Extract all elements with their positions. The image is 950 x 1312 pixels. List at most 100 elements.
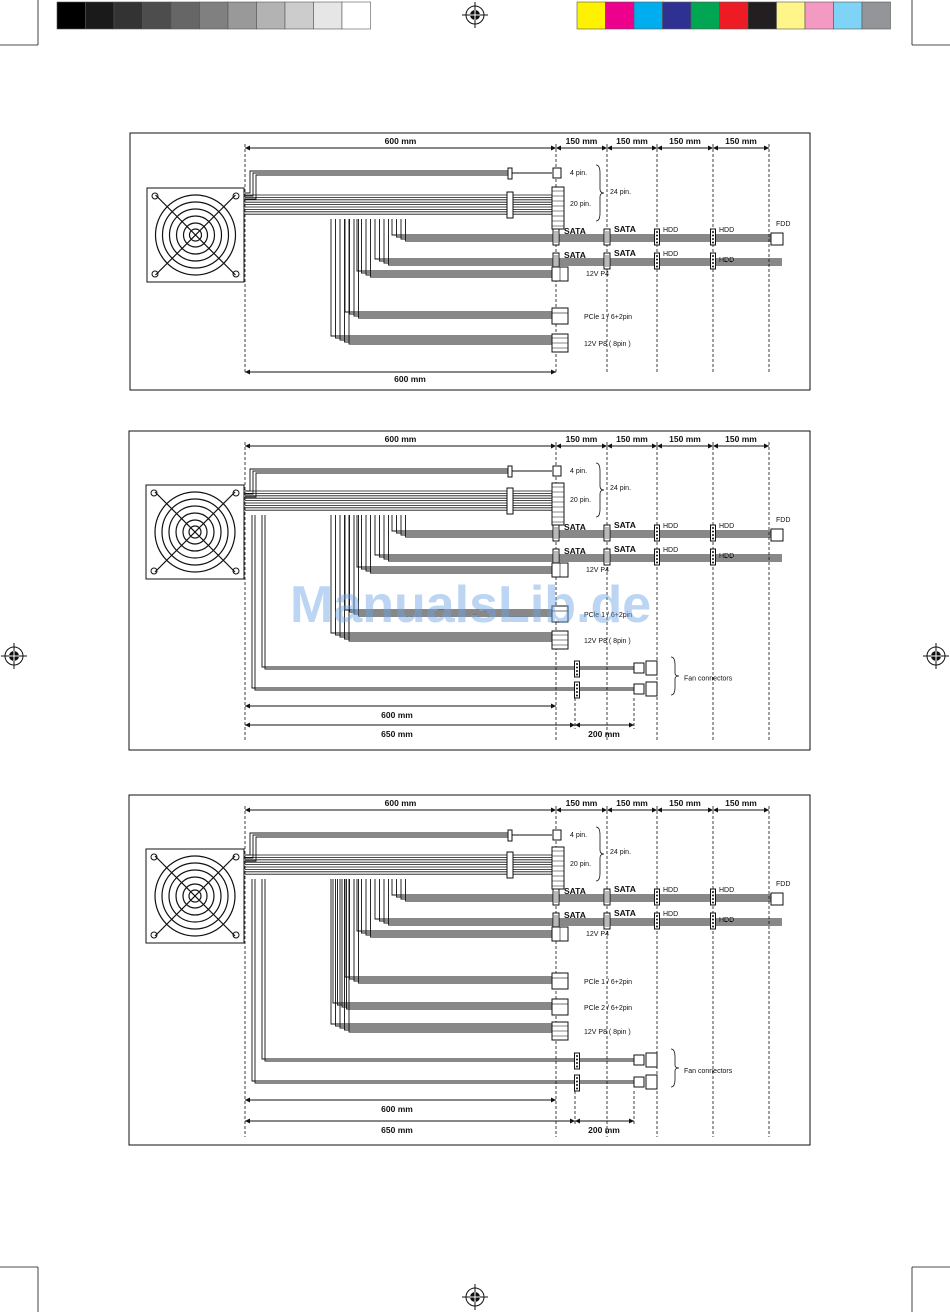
label-hdd: HDD xyxy=(663,251,678,258)
molex-pin xyxy=(656,551,658,553)
sata-run1-wire xyxy=(391,515,782,532)
inline-ferrite xyxy=(507,465,513,478)
label-fdd: FDD xyxy=(776,517,790,524)
pcie-connector xyxy=(551,972,569,990)
label-sata: SATA xyxy=(614,884,636,894)
molex-pin xyxy=(656,925,658,928)
p4-wire xyxy=(370,219,552,278)
fan-cable-wire xyxy=(254,515,634,691)
p8-wire xyxy=(330,879,552,1025)
molex-pin xyxy=(712,234,714,237)
top-dimension-label: 150 mm xyxy=(669,136,701,146)
fan-grill-ring xyxy=(175,512,215,552)
p4-wire xyxy=(370,879,552,938)
arrow-head-left xyxy=(556,807,561,813)
molex-pin xyxy=(712,898,714,900)
molex-pin xyxy=(656,918,658,921)
registration-mark xyxy=(923,643,949,669)
label-12v-p8: 12V P8 ( 8pin ) xyxy=(584,1029,631,1036)
label-pcie: PCle 1 / 6+2pin xyxy=(584,314,632,321)
fan-connector-housing xyxy=(645,1074,658,1090)
pcie-wire xyxy=(353,219,552,317)
fan-connector xyxy=(633,1076,645,1088)
arrow-head-left xyxy=(607,145,612,151)
fan-grill-strut xyxy=(154,855,236,937)
sata-run1-wire xyxy=(391,879,782,896)
label-20pin: 20 pin. xyxy=(570,861,591,868)
label-24pin: 24 pin. xyxy=(610,189,631,196)
molex-pin xyxy=(656,258,658,261)
color-swatch xyxy=(605,1,635,30)
pcie-wire xyxy=(337,879,552,1006)
molex-pin xyxy=(656,241,658,244)
fdd-connector xyxy=(770,892,784,906)
24pin-connector xyxy=(551,482,565,526)
arrow-head-right xyxy=(708,807,713,813)
cable-4pin-wire xyxy=(245,834,510,859)
pcie-wire xyxy=(349,515,552,613)
4pin-connector xyxy=(552,167,562,179)
cable-4pin-wire xyxy=(245,836,510,862)
molex-connector xyxy=(654,888,660,906)
top-dimension-label: 150 mm xyxy=(616,434,648,444)
color-swatch xyxy=(804,1,834,30)
molex-pin xyxy=(712,554,714,557)
molex-pin xyxy=(576,687,578,690)
color-swatch xyxy=(719,1,749,30)
bottom-dimension-label: 600 mm xyxy=(394,374,426,384)
pcie-wire xyxy=(332,879,552,1004)
color-swatch xyxy=(747,1,777,30)
fan-connector xyxy=(633,1054,645,1066)
fan-cable-wire xyxy=(261,879,634,1060)
fan-connector-housing xyxy=(645,681,658,697)
sata-run2-wire xyxy=(388,879,782,926)
sata-connector xyxy=(603,912,611,930)
arrow-head-left xyxy=(556,443,561,449)
molex-pin xyxy=(712,530,714,533)
top-dimension-label: 150 mm xyxy=(566,434,598,444)
bottom-dimension-label: 200 mm xyxy=(588,1125,620,1135)
fan-grill-ring xyxy=(161,862,229,930)
sata-run2-wire xyxy=(379,879,782,922)
inline-ferrite xyxy=(506,191,514,219)
p8-wire xyxy=(344,515,552,640)
molex-pin xyxy=(576,1077,578,1079)
molex-connector xyxy=(710,228,716,246)
molex-pin xyxy=(656,558,658,560)
fan-grill-ring xyxy=(154,855,236,937)
p8-wire xyxy=(344,219,552,343)
arrow-head-left xyxy=(575,722,580,728)
label-hdd: HDD xyxy=(663,227,678,234)
label-pcie: PCle 1 / 6+2pin xyxy=(584,979,632,986)
inline-ferrite xyxy=(506,487,514,515)
molex-pin xyxy=(712,891,714,893)
fan-screw-hole xyxy=(232,931,240,939)
psu-fan-icon xyxy=(145,848,245,944)
pcie-wire xyxy=(353,515,552,615)
label-hdd: HDD xyxy=(719,227,734,234)
label-12v-p8: 12V P8 ( 8pin ) xyxy=(584,638,631,645)
arrow-head-left xyxy=(245,1097,250,1103)
fan-screw-hole xyxy=(150,853,158,861)
label-pcie: PCle 2 / 6+2pin xyxy=(584,1005,632,1012)
pcie-connector xyxy=(551,998,569,1016)
arrow-head-left xyxy=(245,443,250,449)
sata-connector xyxy=(603,524,611,542)
arrow-head-right xyxy=(764,807,769,813)
bottom-dimension-label: 200 mm xyxy=(588,729,620,739)
fan-grill-ring xyxy=(168,208,223,262)
molex-pin xyxy=(712,894,714,897)
molex-pin xyxy=(576,1087,578,1090)
fan-grill-ring xyxy=(161,201,230,269)
fan-screw-hole xyxy=(232,270,240,278)
top-dimension-label: 150 mm xyxy=(566,136,598,146)
molex-pin xyxy=(576,1055,578,1057)
arrow-head-left xyxy=(713,145,718,151)
arrow-head-right xyxy=(551,703,556,709)
arrow-head-right xyxy=(602,145,607,151)
label-20pin: 20 pin. xyxy=(570,497,591,504)
fan-cable-wire xyxy=(254,879,634,1084)
4pin-connector xyxy=(552,829,562,841)
label-sata: SATA xyxy=(614,248,636,258)
